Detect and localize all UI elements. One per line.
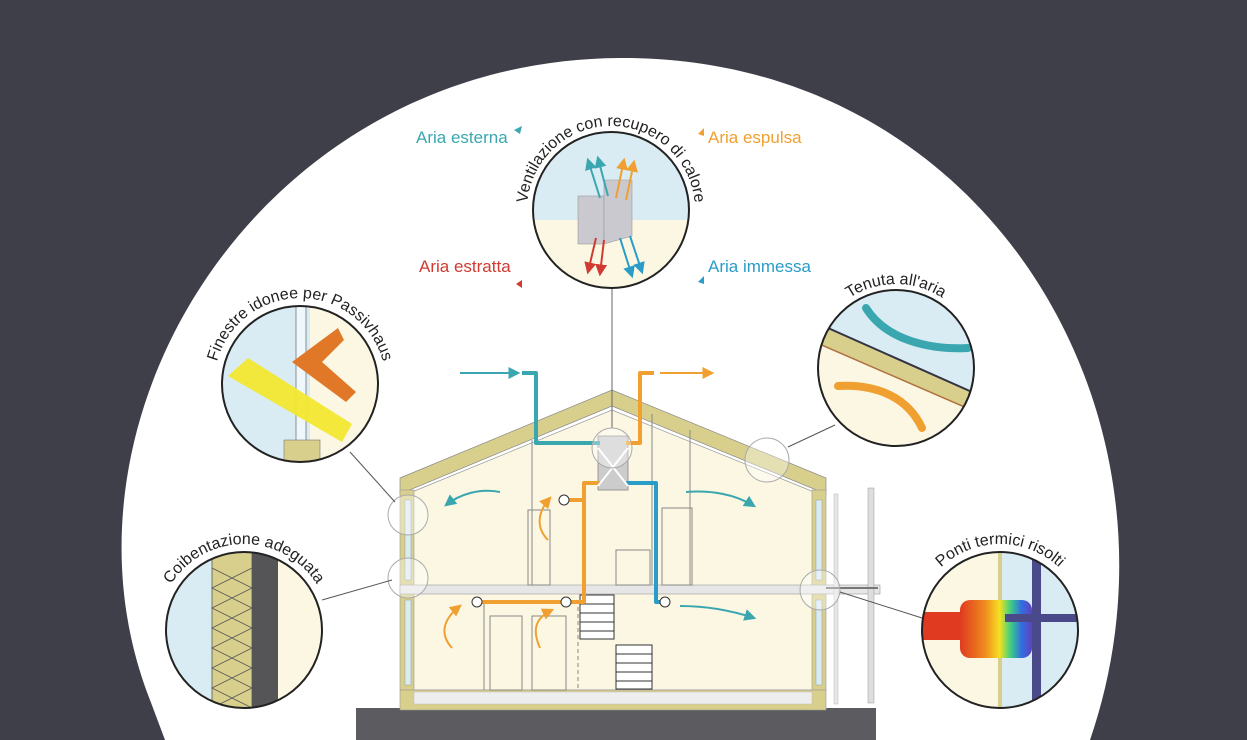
outdoor-air-duct: [522, 371, 600, 445]
left-window-lower: [404, 599, 412, 686]
exhaust-duct: [626, 371, 654, 445]
legend-outdoor-air: Aria esterna: [416, 128, 508, 147]
supply-air-marker: [698, 276, 704, 284]
balcony-post: [867, 487, 875, 704]
zone-unit: [591, 427, 633, 469]
windows-detail-circle: Finestre idonee per Passivhaus: [205, 285, 395, 463]
zone-window: [387, 494, 429, 536]
thermal-bridges-detail-circle: Ponti termici risolti: [921, 531, 1079, 709]
legend-supply-air: Aria immessa: [708, 257, 811, 276]
floor-inner: [413, 691, 813, 705]
left-window: [404, 499, 412, 581]
zone-bridge: [799, 569, 841, 611]
right-window: [815, 499, 823, 581]
legend-extract-air: Aria estratta: [419, 257, 511, 276]
house: [399, 288, 881, 711]
ground-slab: [356, 708, 876, 740]
zone-insulation: [387, 557, 429, 599]
legend-exhaust-air: Aria espulsa: [708, 128, 802, 147]
right-window-lower: [815, 599, 823, 686]
outdoor-air-marker: [514, 126, 522, 134]
staircase: [579, 594, 653, 690]
exhaust-air-marker: [698, 128, 704, 136]
extract-air-marker: [516, 280, 522, 288]
zone-airtight: [744, 437, 790, 483]
